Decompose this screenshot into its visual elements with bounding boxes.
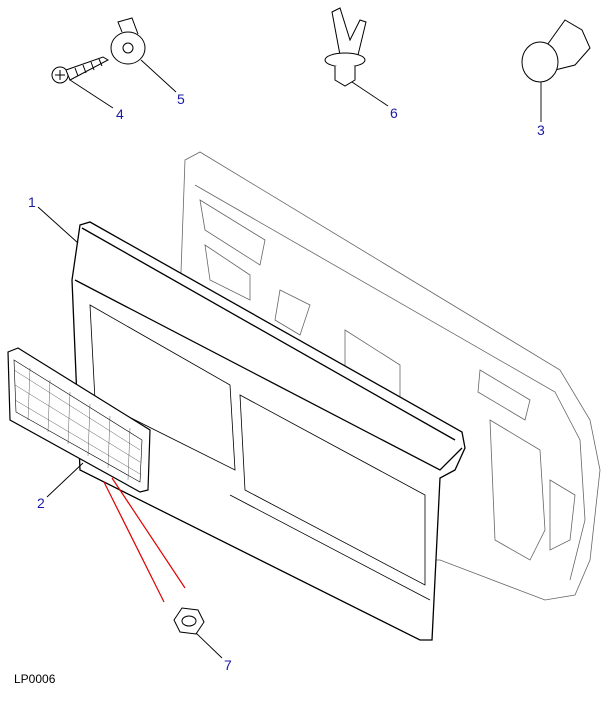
- push-fastener: [521, 19, 591, 83]
- callout-4[interactable]: 4: [116, 106, 124, 122]
- diagram-reference-code: LP0006: [14, 672, 56, 686]
- leader-lines: [37, 59, 542, 659]
- callout-7[interactable]: 7: [224, 657, 232, 673]
- hex-nut: [173, 607, 205, 635]
- callout-1[interactable]: 1: [28, 194, 36, 210]
- retaining-clip: [324, 7, 367, 87]
- mesh-grille: [7, 347, 151, 493]
- callout-6[interactable]: 6: [390, 105, 398, 121]
- callout-3[interactable]: 3: [537, 122, 545, 138]
- callout-5[interactable]: 5: [177, 91, 185, 107]
- callout-2[interactable]: 2: [37, 495, 45, 511]
- spire-nut-clip: [110, 17, 146, 65]
- screw: [51, 56, 110, 84]
- fixing-indicator-lines: [103, 477, 186, 603]
- trim-panel: [71, 221, 466, 641]
